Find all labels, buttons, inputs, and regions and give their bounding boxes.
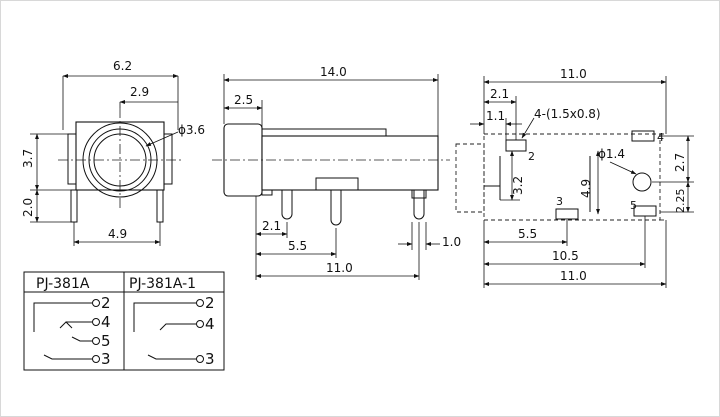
front-pin-right (156, 189, 164, 223)
side-top-strip (261, 128, 387, 137)
side-length-dim: 14.0 (320, 65, 347, 79)
front-left-flange (67, 133, 77, 185)
side-bottom-tab (315, 177, 359, 191)
front-right-flange (163, 133, 173, 185)
col1-switch-arrow (59, 321, 73, 329)
top-height-a-dim: 2.7 (673, 153, 687, 172)
side-pin-2 (330, 190, 342, 226)
side-pin-second-dim: 5.5 (288, 239, 307, 253)
top-view: 2 4 3 5 11.0 2.1 1.1 4-(1.5x0.8) ϕ1.4 2.… (455, 67, 694, 288)
top-depth-a-dim: 3.2 (511, 176, 525, 195)
pad-3 (555, 208, 579, 220)
top-x105-dim: 10.5 (552, 249, 579, 263)
top-height-b-dim: 2.25 (674, 189, 687, 214)
top-offset-b-dim: 1.1 (486, 109, 505, 123)
top-length-dim: 11.0 (560, 67, 587, 81)
pad-3-label: 3 (556, 195, 563, 208)
front-view: 6.2 2.9 ϕ3.6 3.7 2.0 4.9 (21, 59, 205, 246)
col2-pin-4: 4 (205, 315, 215, 333)
side-pin-first-dim: 2.1 (262, 219, 281, 233)
locating-hole (632, 172, 652, 192)
side-pin-1 (281, 190, 293, 220)
side-pin-gap-dim: 1.0 (442, 235, 461, 249)
side-view: 14.0 2.5 2.1 5.5 11.0 1.0 (212, 65, 461, 280)
hole-diameter-dim: ϕ1.4 (598, 147, 625, 161)
front-pin-left (70, 189, 78, 223)
top-x110-dim: 11.0 (560, 269, 587, 283)
col2-sleeve-contact (133, 302, 196, 332)
col1-pin-5: 5 (101, 332, 111, 350)
side-body (261, 135, 439, 191)
col1-sleeve-contact (33, 302, 92, 332)
front-diameter-dim: ϕ3.6 (178, 123, 205, 137)
pad-5-label: 5 (630, 199, 637, 212)
col2-switch-contact (159, 323, 196, 331)
side-nose-dim: 2.5 (234, 93, 253, 107)
top-nose-outline (455, 143, 485, 213)
front-offset-dim: 2.9 (130, 85, 149, 99)
pad-5 (633, 205, 657, 217)
front-pin-length-dim: 2.0 (21, 198, 35, 217)
col2-pin-3: 3 (205, 350, 215, 368)
pad-4 (631, 130, 655, 142)
col1-pin-3: 3 (101, 350, 111, 368)
col2-title: PJ-381A-1 (129, 276, 196, 292)
col1-normal-contact (71, 336, 92, 342)
col1-pin-4: 4 (101, 313, 111, 331)
pad-4-label: 4 (657, 131, 664, 144)
pad-2-label: 2 (528, 150, 535, 163)
col2-pin-2: 2 (205, 294, 215, 312)
front-pin-span-dim: 4.9 (108, 227, 127, 241)
top-depth-b-dim: 4.9 (579, 179, 593, 198)
col1-title: PJ-381A (36, 276, 90, 292)
front-width-dim: 6.2 (113, 59, 132, 73)
front-height-dim: 3.7 (21, 149, 35, 168)
side-pin-span-dim: 11.0 (326, 261, 353, 275)
pad-size-note: 4-(1.5x0.8) (534, 107, 601, 121)
col1-pin-2: 2 (101, 294, 111, 312)
side-pin-3 (413, 190, 425, 220)
top-offset-a-dim: 2.1 (490, 87, 509, 101)
schematic-table: PJ-381A PJ-381A-1 2 4 5 3 2 4 3 (23, 271, 225, 371)
col1-tip-contact (43, 354, 92, 360)
col2-tip-contact (147, 354, 196, 360)
pad-2 (505, 139, 527, 152)
top-x55-dim: 5.5 (518, 227, 537, 241)
top-body-outline (483, 133, 661, 221)
